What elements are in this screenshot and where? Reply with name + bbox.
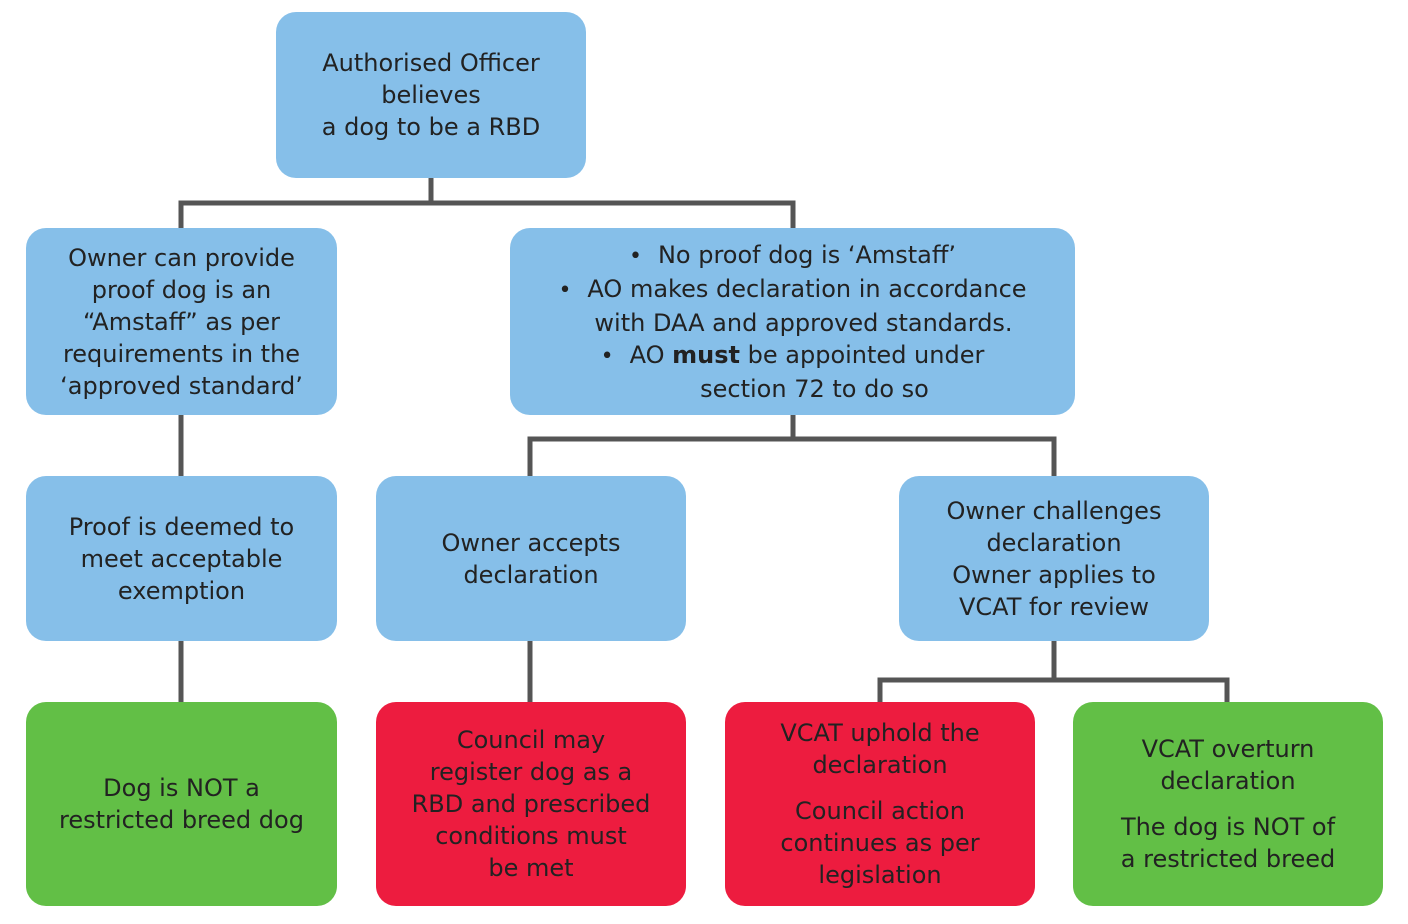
node-owner-can-provide-proof: Owner can provide proof dog is an “Amsta… [26, 228, 337, 415]
node-text-line: Dog is NOT a [103, 774, 260, 802]
node-text-line: conditions must [435, 822, 627, 850]
node-authorised-officer: Authorised Officer believes a dog to be … [276, 12, 586, 178]
node-text-line: The dog is NOT of [1120, 813, 1336, 841]
node-text-line: continues as per [780, 829, 980, 857]
node-text-line: declaration [1160, 767, 1296, 795]
node-text-line: VCAT for review [958, 592, 1150, 621]
bullet-item: • No proof dog is ‘Amstaff’ [558, 239, 1026, 273]
node-text-line: Council may [456, 726, 606, 754]
node-text-line: ‘approved standard’ [60, 371, 303, 400]
node-text-line: meet acceptable [80, 544, 283, 573]
node-text-line: VCAT uphold the [780, 719, 980, 747]
bullet-icon: • [600, 343, 614, 369]
node-text-line: Authorised Officer [322, 49, 540, 77]
node-text-line: Owner applies to [952, 560, 1156, 589]
node-text-line: Owner can provide [68, 243, 295, 272]
node-text-line: believes [381, 81, 481, 109]
bullet-text: AO makes declaration in accordance [587, 274, 1027, 303]
node-text-line: “Amstaff” as per [82, 307, 281, 336]
node-text-line: proof dog is an [91, 275, 272, 304]
node-council-register-rbd: Council may register dog as a RBD and pr… [376, 702, 686, 906]
bullet-text: section 72 to do so [700, 374, 929, 403]
bullet-text: be appointed under [740, 340, 985, 369]
node-text-line: Proof is deemed to [68, 512, 295, 541]
node-text-line: declaration [812, 751, 948, 779]
node-text-line: register dog as a [429, 758, 633, 786]
node-no-proof-declaration: • No proof dog is ‘Amstaff’ • AO makes dec… [510, 228, 1075, 415]
node-text-line: RBD and prescribed [411, 790, 651, 818]
node-text-line: a restricted breed [1120, 845, 1336, 873]
node-text-line: requirements in the [62, 339, 301, 368]
node-text-line: declaration [463, 560, 599, 589]
bullet-continuation: section 72 to do so [558, 373, 1026, 405]
node-proof-deemed-exemption: Proof is deemed to meet acceptable exemp… [26, 476, 337, 641]
node-vcat-uphold: VCAT uphold the declaration Council acti… [725, 702, 1035, 906]
bullet-text: AO [629, 340, 673, 369]
node-text-line: a dog to be a RBD [321, 113, 541, 141]
node-text-line: Owner challenges [946, 496, 1162, 525]
node-text-line: Owner accepts [441, 528, 621, 557]
node-owner-accepts-declaration: Owner accepts declaration [376, 476, 686, 641]
node-dog-not-restricted: Dog is NOT a restricted breed dog [26, 702, 337, 906]
node-text-line: be met [488, 854, 574, 882]
bullet-item: • AO must be appointed under [558, 339, 1026, 373]
bullet-bold-text: must [672, 340, 741, 369]
bullet-item: • AO makes declaration in accordance [558, 273, 1026, 307]
bullet-continuation: with DAA and approved standards. [558, 307, 1026, 339]
bullet-text: No proof dog is ‘Amstaff’ [657, 240, 957, 269]
node-text-line: legislation [818, 861, 942, 889]
node-text-line: exemption [117, 576, 246, 605]
bullet-icon: • [558, 277, 572, 303]
node-text-line: VCAT overturn [1141, 735, 1315, 763]
node-text-line: restricted breed dog [59, 806, 304, 834]
bullet-list: • No proof dog is ‘Amstaff’ • AO makes dec… [558, 239, 1026, 405]
node-text-line: declaration [986, 528, 1122, 557]
node-vcat-overturn: VCAT overturn declaration The dog is NOT… [1073, 702, 1383, 906]
bullet-text: with DAA and approved standards. [594, 308, 1013, 337]
bullet-icon: • [628, 243, 642, 269]
node-text-line: Council action [795, 797, 965, 825]
node-owner-challenges-declaration: Owner challenges declaration Owner appli… [899, 476, 1209, 641]
